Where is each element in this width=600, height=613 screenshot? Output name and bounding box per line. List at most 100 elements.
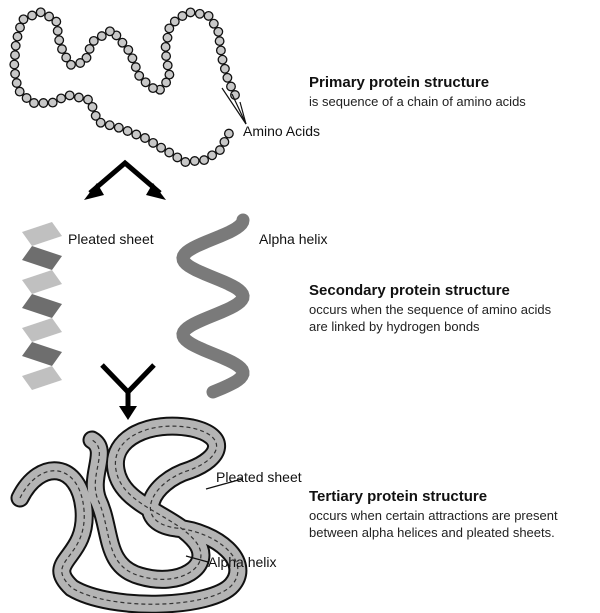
amino-acid-bead [219, 63, 230, 74]
amino-acid-bead [47, 97, 58, 108]
amino-acid-bead [104, 120, 115, 131]
amino-acid-bead [117, 37, 128, 48]
amino-acid-bead [172, 152, 183, 163]
amino-acid-pointer-lines [221, 87, 247, 125]
amino-acid-bead [161, 77, 172, 88]
tertiary-description-line-2: between alpha helices and pleated sheets… [309, 525, 555, 540]
amino-acid-bead [38, 98, 49, 108]
amino-acid-bead [10, 40, 21, 51]
amino-acid-bead [66, 59, 76, 70]
tertiary-alpha-helix-label: Alpha helix [208, 554, 277, 570]
amino-acid-bead [131, 129, 142, 140]
amino-acid-bead [75, 58, 86, 68]
amino-acid-bead [104, 26, 115, 37]
primary-title: Primary protein structure [309, 74, 490, 91]
split-arrow-left-head [84, 183, 104, 200]
pleated-sheet-strand [22, 366, 62, 390]
amino-acid-bead [113, 122, 124, 133]
amino-acid-bead [140, 133, 150, 143]
amino-acid-bead [219, 136, 230, 147]
amino-acid-bead [44, 11, 55, 22]
tertiary-title: Tertiary protein structure [309, 488, 488, 505]
pleated-sheet-strand [22, 270, 62, 294]
amino-acid-bead [169, 16, 180, 27]
amino-acid-bead [96, 31, 107, 42]
amino-acid-chain [9, 7, 240, 167]
amino-acid-bead [222, 72, 233, 83]
amino-acid-bead [29, 98, 39, 108]
folded-tube-fill [12, 418, 246, 612]
amino-acid-bead [199, 155, 210, 166]
amino-acid-bead [223, 128, 234, 139]
amino-acid-bead [162, 32, 173, 43]
amino-acid-bead [15, 22, 25, 33]
merge-arrow-head [119, 406, 137, 420]
amino-acid-bead [12, 31, 23, 42]
amino-acid-bead [95, 117, 106, 128]
amino-acid-bead [122, 126, 133, 136]
amino-acid-bead [148, 83, 158, 94]
amino-acid-bead [35, 7, 46, 18]
secondary-description-line-2: are linked by hydrogen bonds [309, 319, 480, 334]
amino-acid-bead [18, 14, 29, 25]
amino-acid-bead [51, 16, 62, 27]
amino-acid-bead [140, 77, 151, 88]
amino-acid-bead [52, 25, 63, 36]
amino-acid-bead [130, 62, 141, 73]
alpha-helix-label: Alpha helix [259, 231, 328, 247]
pleated-sheet-strand [22, 294, 62, 318]
amino-acid-bead [185, 7, 196, 18]
alpha-helix-shape [176, 213, 250, 399]
amino-acid-bead [56, 93, 67, 104]
amino-acids-label: Amino Acids [243, 123, 321, 139]
amino-acid-bead [214, 36, 225, 47]
amino-acid-bead [208, 18, 219, 29]
amino-acid-bead [64, 90, 75, 101]
amino-acid-bead [180, 157, 191, 167]
amino-acid-bead [217, 54, 228, 65]
amino-acid-bead [161, 51, 172, 62]
amino-acid-bead [127, 53, 138, 64]
tertiary-structure-shape [10, 416, 248, 613]
amino-acid-bead [83, 94, 93, 105]
amino-acid-bead [11, 78, 22, 88]
tertiary-sheet-pointer [205, 478, 243, 490]
amino-acid-bead [10, 68, 21, 79]
tertiary-pleated-sheet-label: Pleated sheet [216, 469, 302, 485]
pleated-sheet-strand [22, 318, 62, 342]
amino-acid-bead [9, 59, 20, 70]
amino-acid-bead [84, 43, 95, 54]
folded-tube-inner-chain [19, 425, 239, 605]
secondary-description-line-1: occurs when the sequence of amino acids [309, 302, 552, 317]
amino-acid-bead [207, 150, 218, 161]
pleated-sheet-strand [22, 246, 62, 270]
amino-acid-bead [213, 26, 224, 37]
tertiary-helix-pointer [185, 555, 209, 563]
amino-acid-bead [14, 86, 25, 97]
amino-acid-bead [194, 8, 205, 19]
amino-acid-bead [73, 92, 84, 103]
amino-acid-bead [215, 45, 226, 56]
amino-acid-bead [160, 41, 171, 52]
amino-acid-bead [189, 156, 200, 166]
amino-acid-bead [88, 35, 99, 46]
amino-acid-bead [164, 147, 175, 158]
amino-acid-bead [57, 44, 67, 55]
amino-acid-bead [203, 10, 214, 21]
pleated-sheet-label: Pleated sheet [68, 231, 154, 247]
tertiary-description-line-1: occurs when certain attractions are pres… [309, 508, 558, 523]
amino-acid-bead [123, 44, 134, 55]
pleated-sheet-shape [22, 222, 62, 390]
amino-acid-bead [90, 110, 101, 121]
amino-acid-bead [148, 137, 159, 148]
amino-acid-bead [177, 11, 188, 21]
amino-acid-bead [61, 52, 72, 63]
amino-acid-bead [81, 52, 92, 63]
split-arrow-right-head [146, 183, 166, 200]
amino-acid-bead [27, 10, 38, 21]
primary-description: is sequence of a chain of amino acids [309, 94, 526, 109]
merge-arrow [100, 363, 156, 408]
amino-acid-bead [87, 101, 98, 112]
amino-acid-bead [214, 145, 225, 156]
